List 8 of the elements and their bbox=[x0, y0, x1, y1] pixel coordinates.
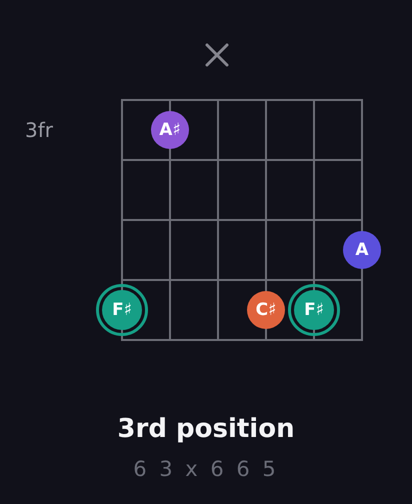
chord-title: 3rd position bbox=[117, 414, 295, 444]
fingering-caption: 6 3 x 6 6 5 bbox=[133, 457, 279, 481]
root-note-dot: F♯ bbox=[96, 284, 148, 336]
note-dot: A♯ bbox=[151, 111, 189, 149]
note-dot: C♯ bbox=[247, 291, 285, 329]
fret-number-label: 3fr bbox=[25, 118, 53, 142]
note-dot: A bbox=[343, 231, 381, 269]
root-note-dot: F♯ bbox=[288, 284, 340, 336]
